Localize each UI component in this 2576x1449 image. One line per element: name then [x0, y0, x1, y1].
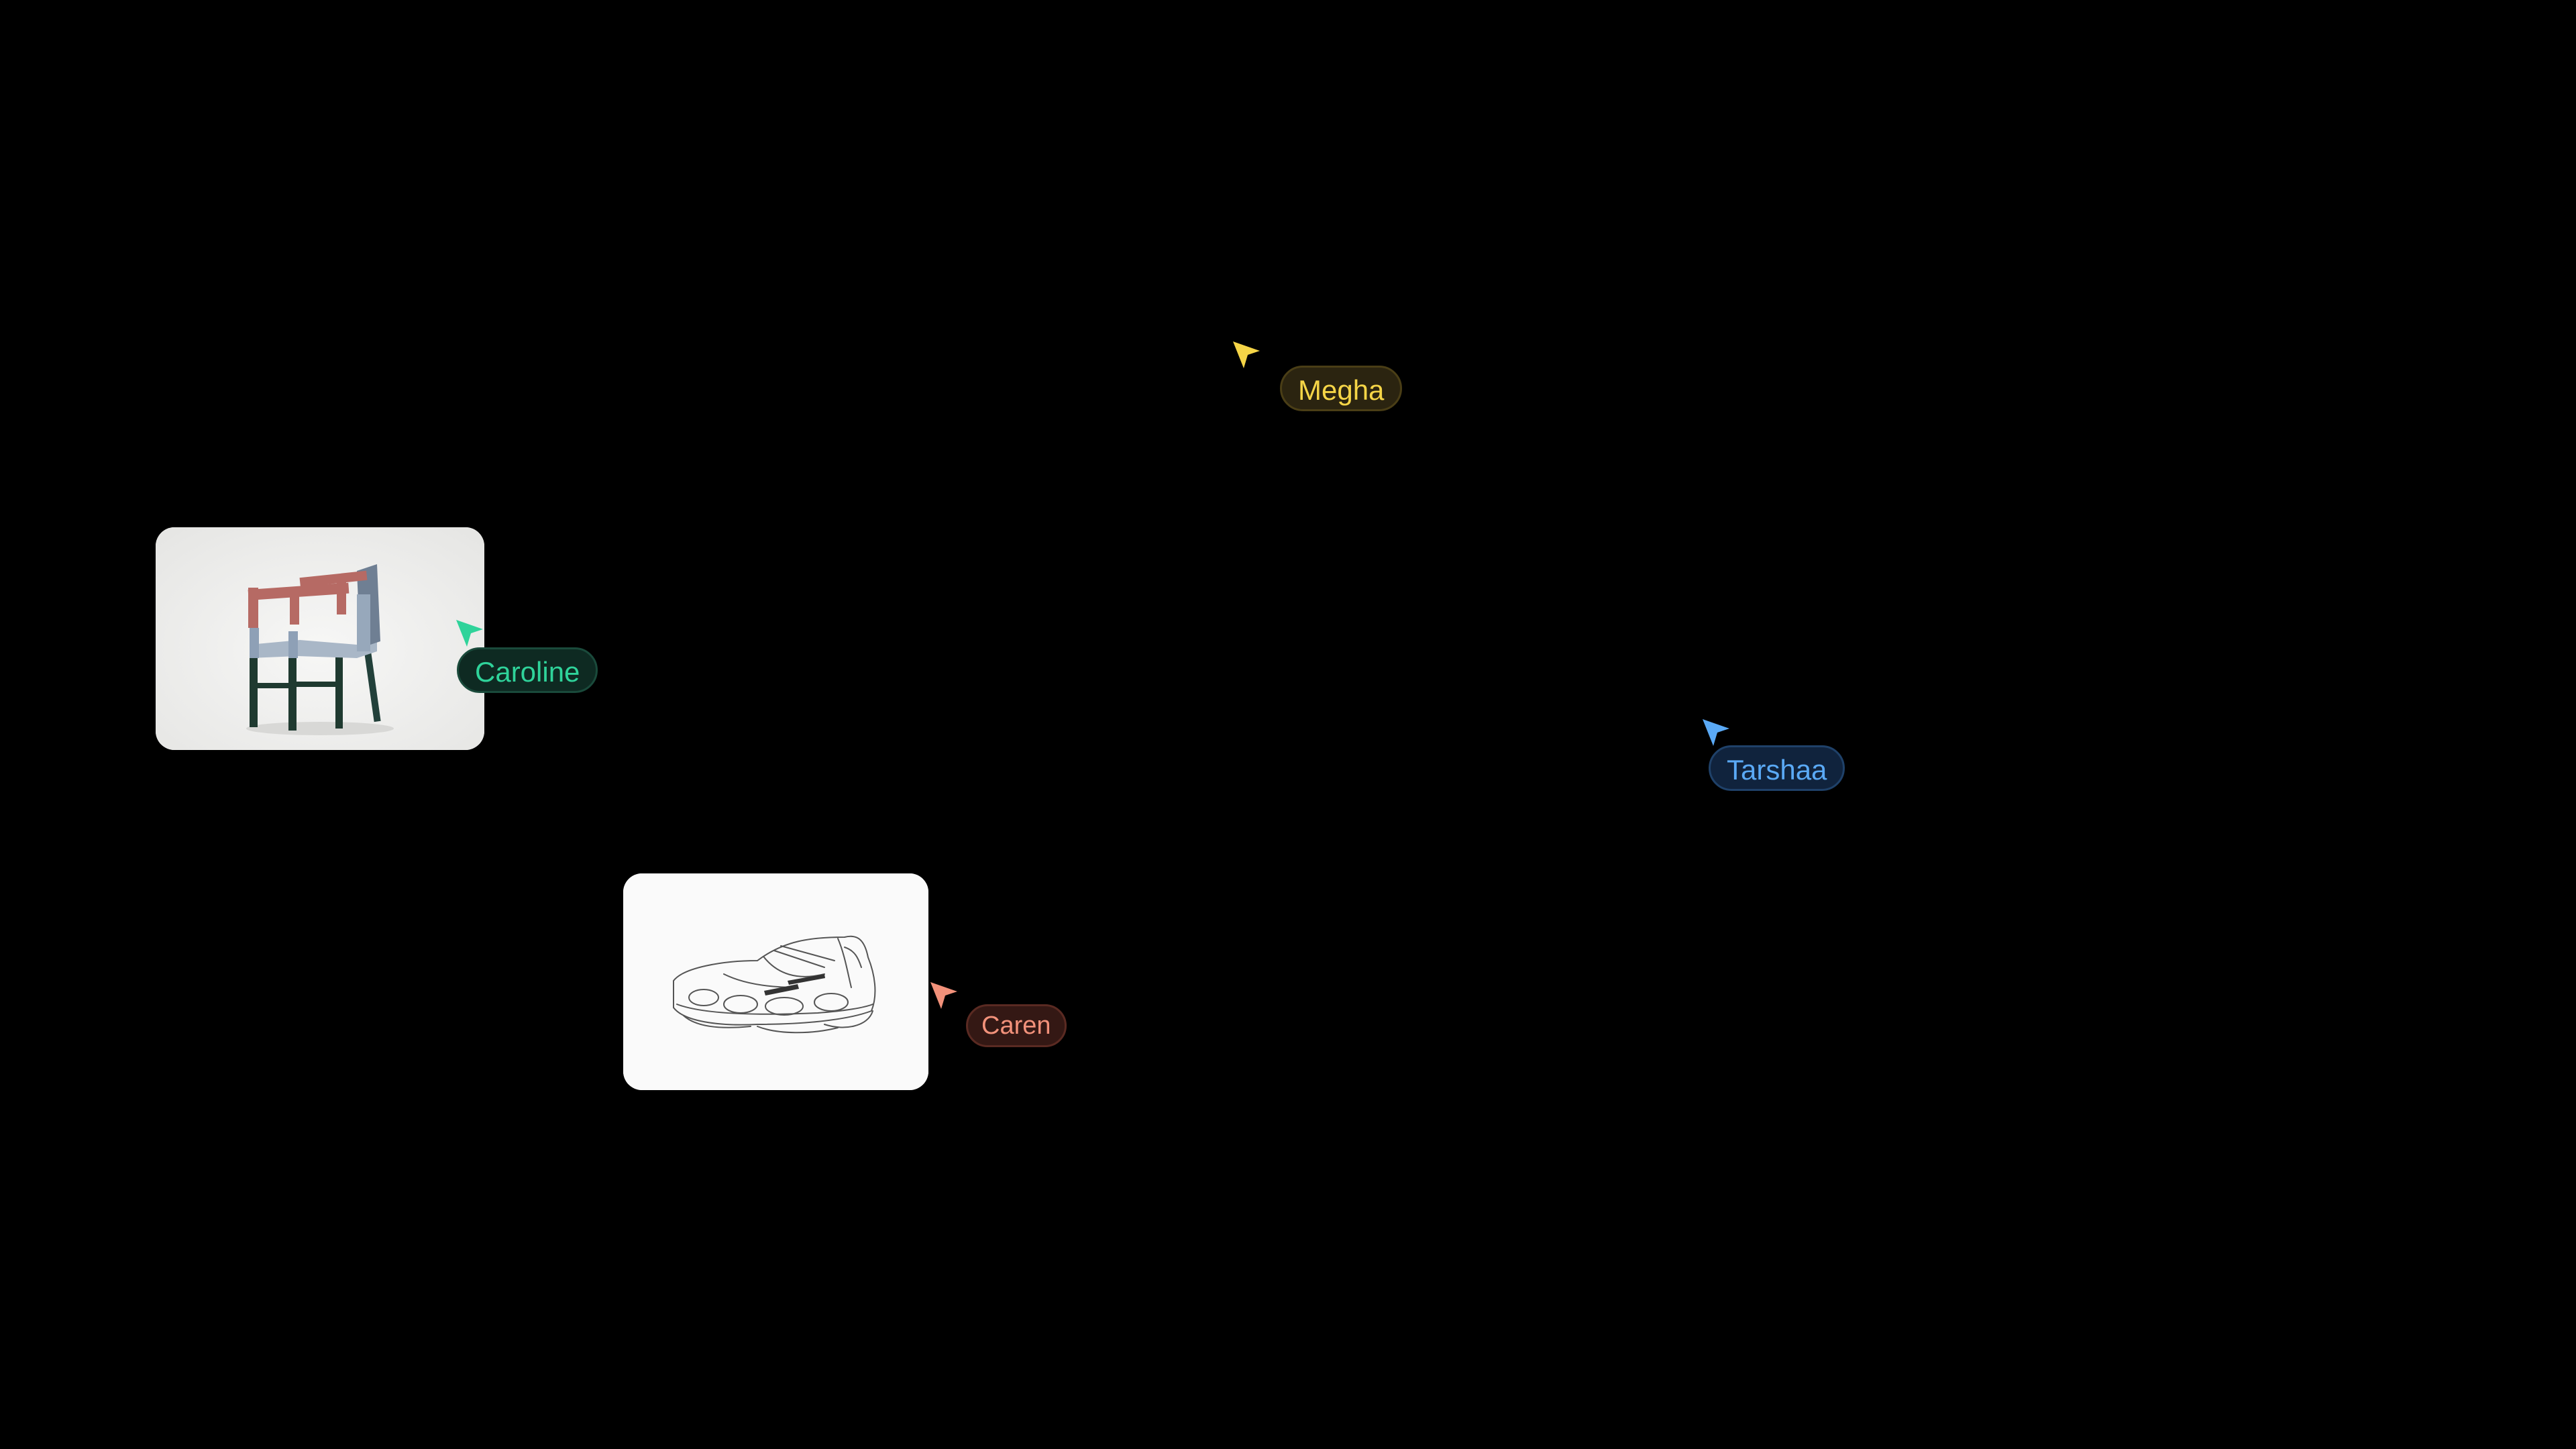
tarshaa-name: Tarshaa [1727, 754, 1827, 786]
megha-name: Megha [1298, 374, 1385, 406]
caroline-cursor-icon [453, 617, 488, 652]
tarshaa-cursor-icon [1700, 716, 1735, 751]
megha-name-tag: Megha [1280, 366, 1403, 411]
caren-name: Caren [981, 1012, 1051, 1040]
caren-name-tag: Caren [966, 1004, 1067, 1047]
tarshaa-name-tag: Tarshaa [1709, 745, 1845, 791]
megha-cursor-icon [1230, 339, 1265, 374]
shoe-sketch-card[interactable] [623, 873, 928, 1090]
caroline-name: Caroline [475, 656, 580, 688]
caren-cursor-icon [928, 979, 963, 1014]
chair-image [156, 527, 484, 750]
chair-image-card[interactable] [156, 527, 484, 750]
caroline-name-tag: Caroline [457, 647, 598, 693]
shoe-sketch-image [623, 873, 928, 1090]
